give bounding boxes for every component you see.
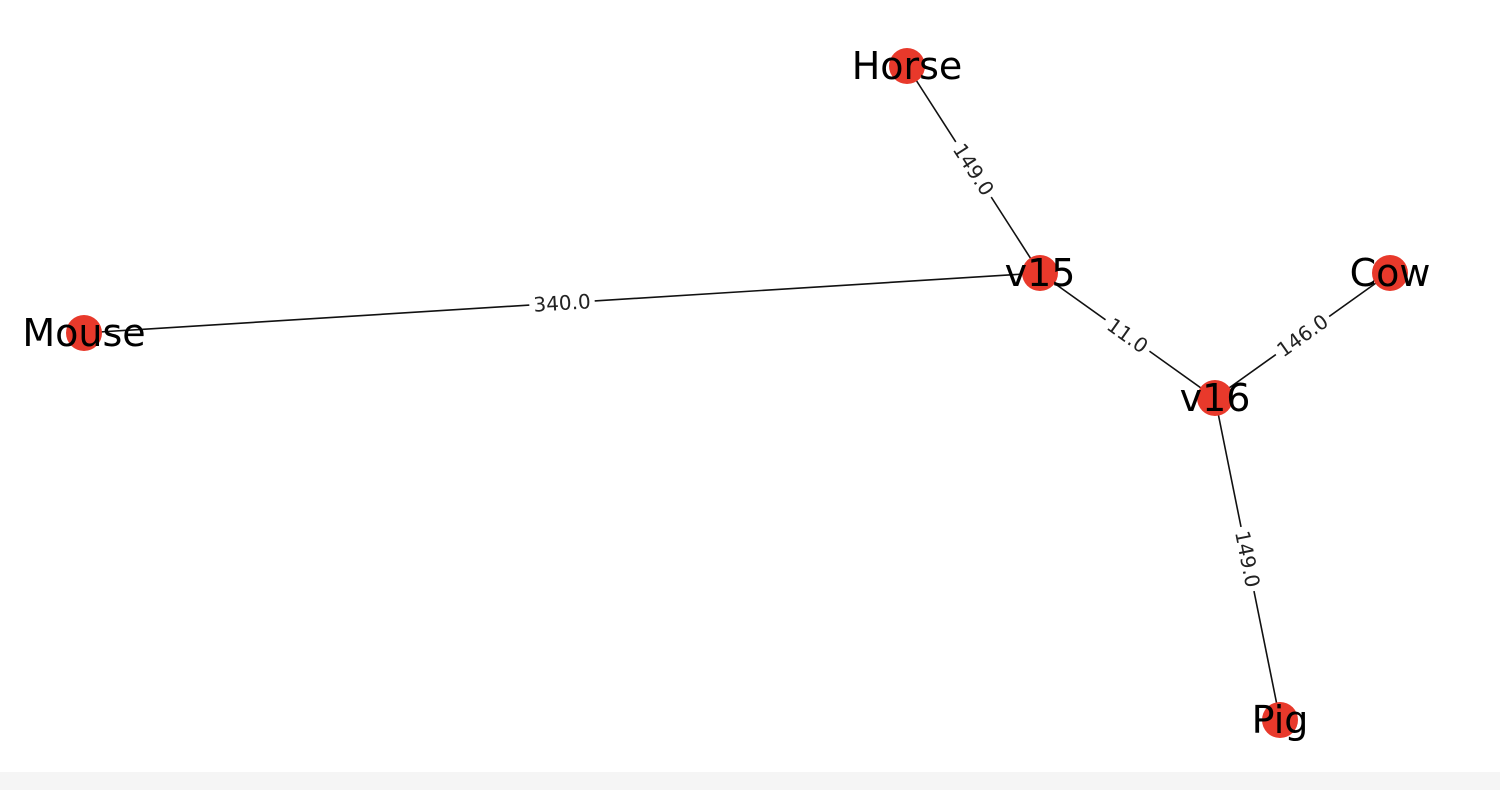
node-v15 (1022, 255, 1058, 291)
node-v16 (1197, 380, 1233, 416)
bottom-strip (0, 772, 1500, 790)
edge-label-background (944, 134, 1003, 205)
node-label-v15: v15 (1005, 251, 1076, 295)
edge-label-group: 146.0 (1268, 305, 1337, 366)
nodes-layer (66, 48, 1408, 738)
edge-label-background (528, 287, 596, 319)
edge-label-background (1268, 305, 1337, 366)
node-label-mouse: Mouse (22, 311, 145, 355)
edge-label-group: 11.0 (1097, 309, 1158, 362)
edge-label-group: 340.0 (528, 287, 596, 319)
node-pig (1262, 702, 1298, 738)
node-label-v16: v16 (1180, 376, 1251, 420)
edge-weight-label: 340.0 (533, 289, 592, 317)
edge-label-group: 149.0 (944, 134, 1003, 205)
node-cow (1372, 255, 1408, 291)
edge-weight-label: 149.0 (948, 139, 999, 200)
edge-label-background (1097, 309, 1158, 362)
edge-label-background (1228, 524, 1267, 594)
node-horse (889, 48, 925, 84)
node-mouse (66, 315, 102, 351)
node-label-horse: Horse (852, 44, 963, 88)
node-label-pig: Pig (1252, 698, 1309, 742)
edge-labels-layer: 149.0 340.0 11.0 146.0 149.0 (528, 134, 1337, 594)
node-label-cow: Cow (1350, 251, 1431, 295)
edge-label-group: 149.0 (1228, 524, 1267, 594)
edge-weight-label: 149.0 (1230, 529, 1265, 590)
